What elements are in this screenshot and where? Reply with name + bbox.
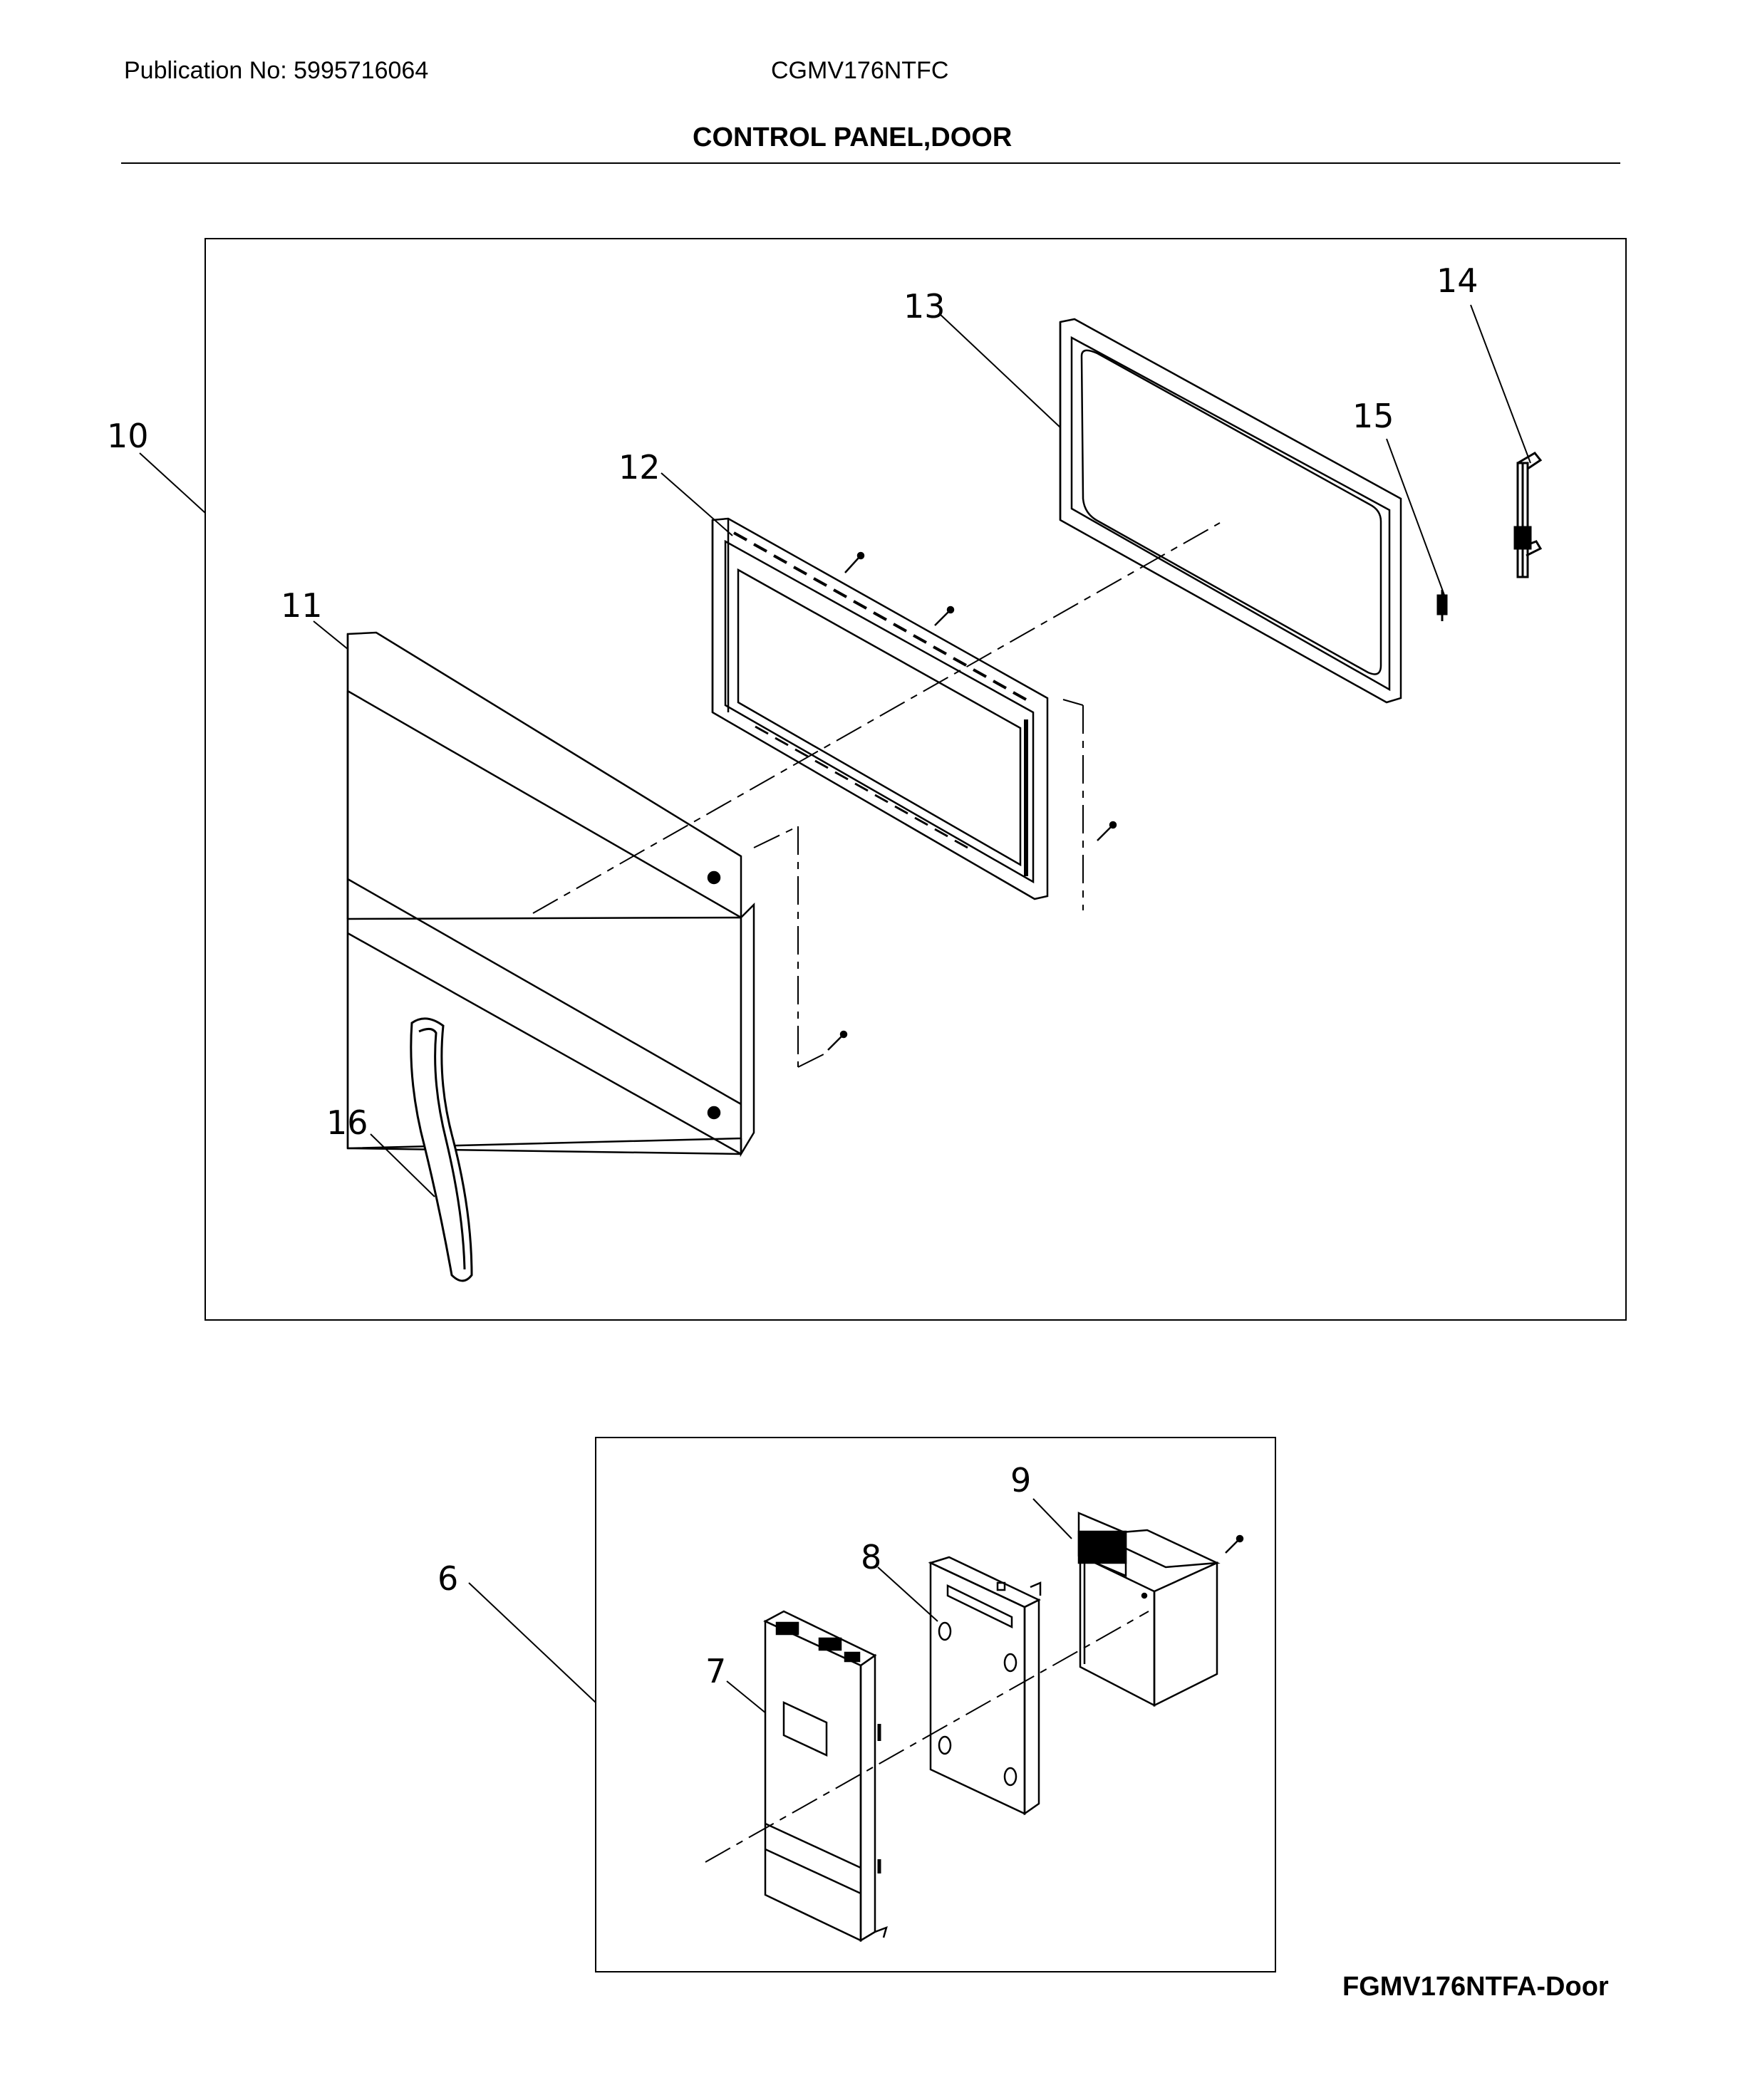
door-gasket-frame-part-13 [1059, 318, 1402, 704]
callout-8: 8 [861, 1538, 881, 1576]
callout-14: 14 [1436, 261, 1479, 300]
publication-number: Publication No: 5995716064 [124, 57, 429, 84]
callout-9: 9 [1010, 1461, 1031, 1499]
door-screws [827, 551, 1117, 1051]
callout-numbers: 10 11 12 13 14 15 16 6 7 8 9 [107, 261, 1479, 1690]
callout-6: 6 [437, 1559, 458, 1598]
door-latch-part-14 [1513, 452, 1543, 578]
model-number: CGMV176NTFC [771, 57, 949, 84]
door-outer-panel-part-11 [346, 631, 755, 1158]
header-rule [121, 162, 1620, 164]
callout-13: 13 [903, 287, 946, 326]
callout-12: 12 [618, 448, 661, 487]
callout-15: 15 [1352, 397, 1394, 435]
callout-16: 16 [326, 1103, 368, 1142]
control-callout-leaders [468, 1498, 1072, 1720]
control-panel-frame [595, 1437, 1276, 1972]
door-latch-spring-part-15 [1436, 590, 1448, 621]
section-title: CONTROL PANEL,DOOR [693, 123, 1013, 152]
control-alignment-line [705, 1611, 1149, 1863]
control-panel-bracket-part-8 [928, 1556, 1042, 1816]
door-alignment-lines [532, 522, 1221, 1068]
door-handle-part-16 [410, 1017, 473, 1282]
door-inner-frame-part-12 [711, 517, 1049, 900]
control-board-box-part-9 [1077, 1512, 1244, 1707]
door-assembly-frame [204, 238, 1627, 1321]
figure-label: FGMV176NTFA-Door [1342, 1972, 1609, 2002]
control-panel-front-part-7 [763, 1610, 888, 1943]
callout-7: 7 [705, 1652, 726, 1690]
callout-10: 10 [107, 417, 149, 455]
callout-11: 11 [281, 586, 323, 625]
